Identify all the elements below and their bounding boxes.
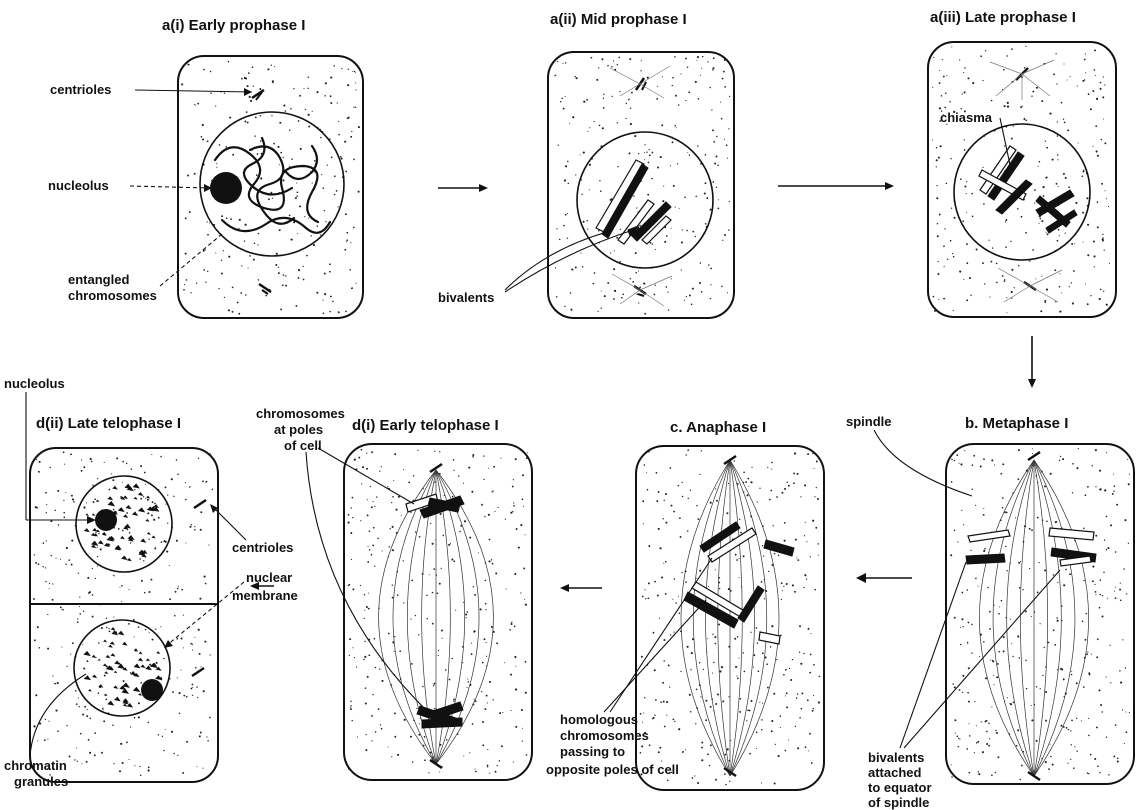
label-homologous-2: chromosomes — [560, 728, 649, 743]
label-chromosomes-poles-2: at poles — [274, 422, 323, 437]
bivalents — [595, 159, 672, 245]
title-metaphase: b. Metaphase I — [965, 415, 1068, 432]
separating-chromosomes — [683, 521, 795, 645]
title-early-telophase: d(i) Early telophase I — [352, 417, 499, 434]
cell-mid-prophase — [547, 51, 735, 319]
label-nuclear-membrane-2: membrane — [232, 588, 298, 603]
label-entangled: entangled — [68, 272, 129, 287]
title-early-prophase: a(i) Early prophase I — [162, 17, 305, 34]
label-chromatin: chromatin — [4, 758, 67, 773]
label-bivalents-attached-2: attached — [868, 765, 922, 780]
daughter-nucleus-bottom — [73, 619, 171, 717]
cell-anaphase — [635, 445, 825, 791]
cell-late-telophase — [29, 447, 219, 783]
title-anaphase: c. Anaphase I — [670, 419, 766, 436]
label-entangled-2: chromosomes — [68, 288, 157, 303]
label-homologous-3: passing to — [560, 744, 625, 759]
label-chromosomes-poles: chromosomes — [256, 406, 345, 421]
label-nuclear-membrane: nuclear — [246, 570, 292, 585]
label-centrioles-a1: centrioles — [50, 82, 111, 97]
label-bivalents-attached-4: of spindle — [868, 795, 929, 810]
cell-late-prophase — [927, 41, 1117, 318]
label-nucleolus-a1: nucleolus — [48, 178, 109, 193]
label-chiasma: chiasma — [940, 110, 993, 125]
label-nucleolus-d2: nucleolus — [4, 376, 65, 391]
cell-metaphase — [945, 443, 1135, 785]
label-chromatin-2: granules — [14, 774, 68, 789]
label-spindle: spindle — [846, 414, 892, 429]
label-centrioles-d2: centrioles — [232, 540, 293, 555]
label-chromosomes-poles-3: of cell — [284, 438, 322, 453]
nucleolus — [210, 172, 242, 204]
cell-early-prophase — [177, 55, 364, 319]
nucleus — [953, 123, 1091, 261]
label-bivalents-attached: bivalents — [868, 750, 924, 765]
nucleus — [576, 131, 714, 269]
bivalents-at-equator — [965, 527, 1097, 567]
spindle — [979, 459, 1089, 777]
nucleus — [199, 111, 345, 257]
title-mid-prophase: a(ii) Mid prophase I — [550, 11, 687, 28]
title-late-prophase: a(iii) Late prophase I — [930, 9, 1076, 26]
nucleolus — [95, 509, 117, 531]
daughter-nucleus-top — [75, 475, 173, 573]
title-late-telophase: d(ii) Late telophase I — [36, 415, 181, 432]
nucleolus — [141, 679, 163, 701]
centriole-bottom — [258, 282, 272, 295]
cell-early-telophase — [343, 443, 533, 781]
label-bivalents-attached-3: to equator — [868, 780, 932, 795]
entangled-chromosomes — [213, 136, 332, 234]
centriole-top — [251, 88, 265, 101]
label-bivalents-a2: bivalents — [438, 290, 494, 305]
label-homologous: homologous — [560, 712, 638, 727]
label-homologous-4: opposite poles of cell — [546, 762, 679, 777]
crossed-bivalents — [978, 145, 1078, 234]
